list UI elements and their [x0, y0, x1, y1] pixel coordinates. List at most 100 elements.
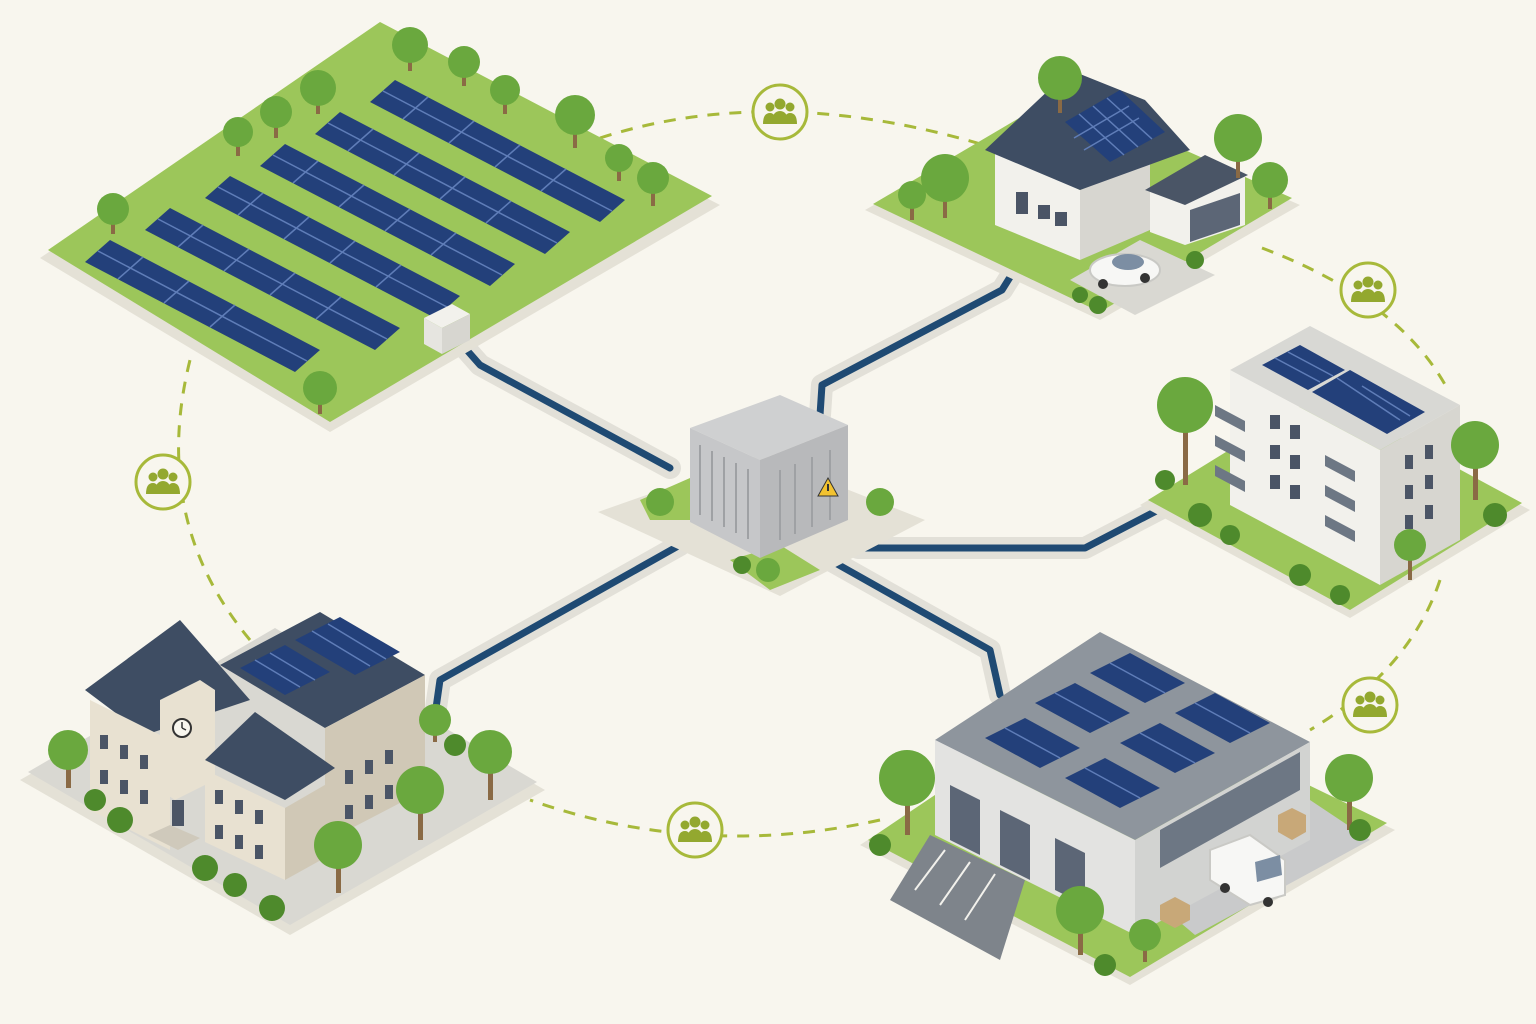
school-tower: [160, 680, 215, 800]
tree: [448, 46, 480, 86]
shrub: [866, 488, 894, 516]
shrub: [1289, 564, 1311, 586]
school-entrance-door: [172, 800, 184, 826]
tree: [392, 27, 428, 71]
school-trees: [48, 704, 512, 921]
cable-warehouse: [826, 556, 1004, 699]
apartment-building: [1215, 326, 1460, 585]
tree: [1038, 56, 1082, 113]
tree: [260, 96, 292, 138]
tree: [300, 70, 336, 114]
school-roof-solar: [295, 617, 400, 675]
warehouse-roof-solar: [985, 653, 1270, 808]
solar-panel-row: [370, 80, 625, 222]
house-front-wall: [995, 150, 1080, 260]
tree: [1252, 162, 1288, 209]
school-steps: [148, 825, 200, 850]
ring-segment-farm-house: [599, 110, 1001, 152]
ring-segment-school-farm: [177, 359, 252, 641]
house-window: [1055, 212, 1067, 226]
solar-panel-row: [260, 144, 515, 286]
parking-lot: [890, 835, 1025, 960]
garage-door: [1190, 193, 1240, 242]
tree: [921, 154, 969, 218]
cables: [432, 254, 1166, 712]
tree: [1129, 919, 1161, 962]
apartment-roof-solar: [1262, 345, 1345, 390]
community-badge-school-farm: [134, 453, 192, 511]
house: [985, 70, 1190, 260]
apartment-balconies: [1215, 405, 1355, 542]
substation-side: [760, 425, 848, 558]
community-badge-house-apartment: [1339, 261, 1397, 319]
tree: [879, 750, 935, 835]
tree: [1325, 754, 1373, 830]
substation-plot: [598, 395, 925, 596]
community-group-icon: [1351, 276, 1385, 302]
shrub: [646, 488, 674, 516]
garage: [1145, 155, 1248, 245]
shrub: [1155, 470, 1175, 490]
shrub: [1094, 954, 1116, 976]
solar-panel-row: [145, 208, 400, 350]
tree: [1451, 421, 1499, 500]
tree: [97, 193, 129, 234]
tree: [1214, 114, 1262, 178]
substation-top: [690, 395, 848, 460]
community-group-icon: [1353, 691, 1387, 717]
shrub: [1072, 287, 1088, 303]
tree: [1157, 377, 1213, 485]
warehouse-roof: [935, 632, 1310, 840]
house-window: [1038, 205, 1050, 219]
tree: [605, 144, 633, 181]
solar-farm-trees: [97, 27, 669, 414]
school-front-roof: [205, 712, 335, 800]
solar-farm: [40, 22, 720, 432]
shrub: [1483, 503, 1507, 527]
community-badges: [134, 83, 1399, 859]
shrub: [444, 734, 466, 756]
shrub: [1188, 503, 1212, 527]
house-plot: [865, 56, 1300, 320]
tree: [555, 95, 595, 148]
shrub: [223, 873, 247, 897]
house-door: [1016, 192, 1028, 214]
apartment-trees: [1155, 377, 1507, 605]
community-badge-apartment-warehouse: [1341, 676, 1399, 734]
solar-panel-row: [315, 112, 570, 254]
community-group-icon: [763, 98, 797, 124]
school-roof-solar: [240, 645, 330, 695]
inverter-box: [424, 304, 470, 354]
warehouse-gate: [1000, 810, 1030, 880]
school-windows: [100, 735, 393, 859]
shrub: [733, 556, 751, 574]
shrub: [756, 558, 780, 582]
tree: [898, 181, 926, 220]
shrub: [84, 789, 106, 811]
shrub: [1349, 819, 1371, 841]
substation-shrubs: [646, 488, 894, 582]
shrub: [192, 855, 218, 881]
tree: [223, 117, 253, 156]
delivery-van: [1209, 833, 1286, 907]
school-front-wall: [205, 770, 285, 880]
tree: [468, 730, 512, 800]
school-plot: [20, 612, 545, 935]
tree: [48, 730, 88, 788]
tree: [637, 162, 669, 206]
warehouse: [935, 632, 1310, 935]
community-badge-warehouse-school: [666, 801, 724, 859]
community-group-icon: [146, 468, 180, 494]
shrub: [1089, 296, 1107, 314]
cargo-boxes: [1160, 808, 1306, 928]
warehouse-gate: [950, 785, 980, 855]
house-side-wall: [1080, 160, 1150, 260]
apartment-plot: [1140, 326, 1530, 618]
tree: [419, 704, 451, 742]
parking-lines: [914, 849, 996, 921]
ring-segment-apartment-warehouse: [1309, 579, 1442, 732]
tree: [303, 371, 337, 414]
warehouse-trees: [869, 750, 1373, 976]
warehouse-plot: [860, 632, 1395, 985]
